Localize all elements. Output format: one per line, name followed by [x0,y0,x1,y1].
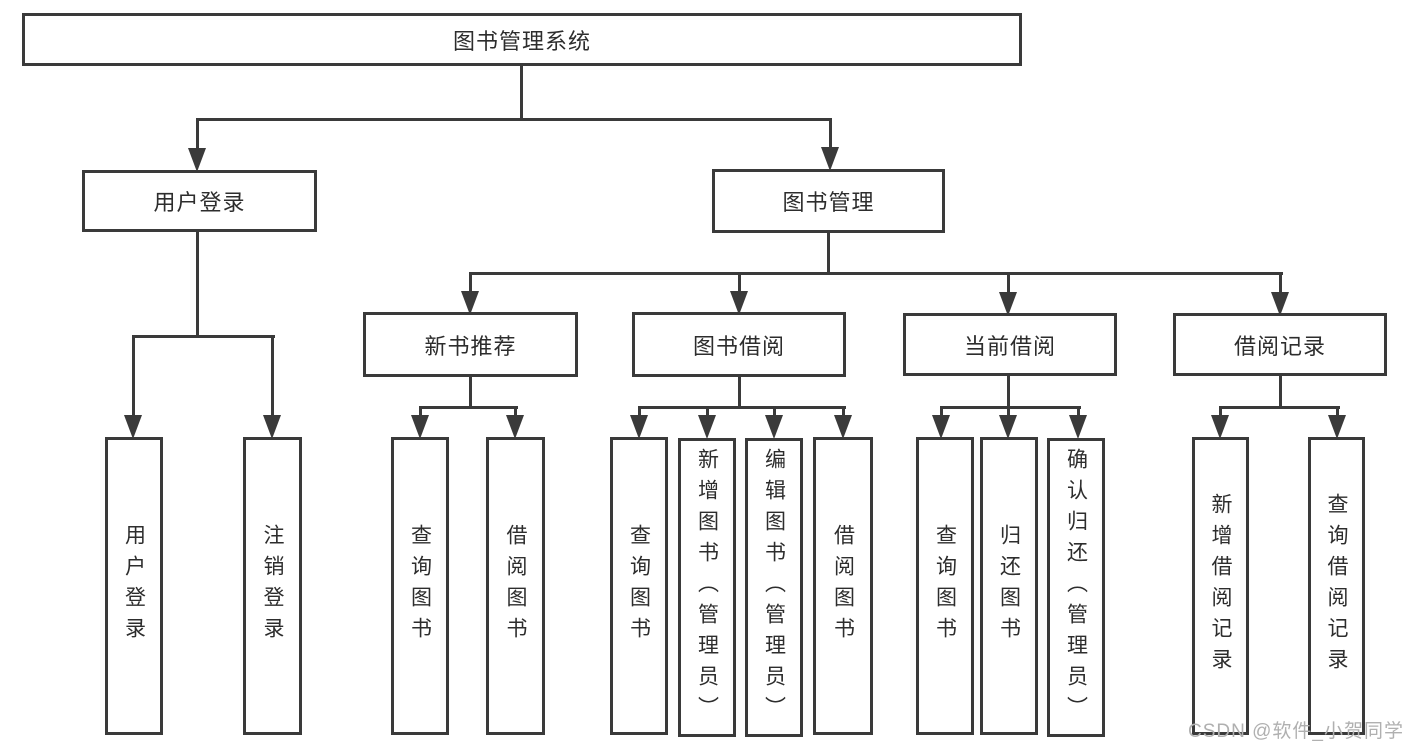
node-new-book-rec-label: 新书推荐 [424,333,517,359]
node-user-login: 用户登录 [82,170,317,232]
arrow-leaf [1328,406,1346,439]
node-library-system-label: 图书管理系统 [452,28,591,54]
leaf-current-query-book-label: 查询图书 [933,524,957,648]
connector-book-borrow-hbar [638,406,846,409]
arrow-to-leaf-login [124,335,142,439]
leaf-borrow-query-book: 查询图书 [610,437,668,735]
connector-new-book-rec-stem [469,374,472,409]
leaf-rec-query-book-label: 查询图书 [408,524,432,648]
arrow-to-new-book-rec [461,272,479,315]
node-book-borrow-label: 图书借阅 [692,333,785,359]
leaf-current-query-book: 查询图书 [916,437,974,735]
leaf-query-borrow-record-label: 查询借阅记录 [1325,493,1348,679]
node-user-login-label: 用户登录 [153,190,246,215]
arrow-leaf [1211,406,1229,439]
connector-root-hbar [196,118,832,121]
leaf-add-book-admin-label: 新增图书（管理员） [695,448,719,727]
leaf-rec-borrow-book: 借阅图书 [486,437,545,735]
node-current-borrow-label: 当前借阅 [963,333,1056,359]
node-current-borrow: 当前借阅 [903,313,1117,376]
arrow-leaf [630,406,648,439]
leaf-edit-book-admin-label: 编辑图书（管理员） [762,448,786,727]
arrow-leaf [1069,406,1087,439]
arrow-to-book-borrow [730,272,748,315]
node-borrow-record-label: 借阅记录 [1233,333,1326,359]
leaf-user-login-label: 用户登录 [122,524,146,648]
connector-current-borrow-stem [1007,374,1010,409]
connector-book-mgmt-hbar [469,272,1283,275]
leaf-add-borrow-record: 新增借阅记录 [1192,437,1249,735]
node-book-mgmt: 图书管理 [712,169,945,233]
leaf-logout-label: 注销登录 [261,524,284,648]
connector-user-login-stem [196,230,199,337]
leaf-borrow-book-label: 借阅图书 [831,524,855,648]
connector-root-stem [520,64,523,121]
node-book-mgmt-label: 图书管理 [782,190,875,215]
arrow-to-leaf-logout [263,335,281,439]
arrow-leaf [506,406,524,439]
node-new-book-rec: 新书推荐 [363,312,578,377]
arrow-to-borrow-record [1271,272,1289,316]
leaf-return-book: 归还图书 [980,437,1038,735]
node-book-borrow: 图书借阅 [632,312,846,377]
connector-borrow-record-hbar [1219,406,1340,409]
leaf-query-borrow-record: 查询借阅记录 [1308,437,1365,735]
node-library-system: 图书管理系统 [22,13,1022,66]
leaf-borrow-book: 借阅图书 [813,437,873,735]
leaf-rec-query-book: 查询图书 [391,437,449,735]
csdn-watermark: CSDN @软件_小贺同学 [1188,721,1404,742]
leaf-add-book-admin: 新增图书（管理员） [678,438,736,737]
leaf-add-borrow-record-label: 新增借阅记录 [1209,493,1232,679]
leaf-borrow-query-book-label: 查询图书 [627,524,651,648]
arrow-to-user-login [188,118,206,172]
connector-borrow-record-stem [1279,374,1282,409]
connector-book-mgmt-stem [827,230,830,275]
arrow-to-current-borrow [999,272,1017,316]
leaf-edit-book-admin: 编辑图书（管理员） [745,438,803,737]
leaf-confirm-return-admin: 确认归还（管理员） [1047,438,1105,737]
leaf-logout: 注销登录 [243,437,302,735]
arrow-leaf [932,406,950,439]
arrow-leaf [999,406,1017,439]
leaf-user-login: 用户登录 [105,437,163,735]
arrow-leaf [765,406,783,439]
connector-book-borrow-stem [738,374,741,409]
leaf-return-book-label: 归还图书 [997,524,1021,648]
leaf-confirm-return-admin-label: 确认归还（管理员） [1064,448,1088,727]
connector-new-book-rec-hbar [419,406,518,409]
connector-user-login-hbar [132,335,275,338]
node-borrow-record: 借阅记录 [1173,313,1387,376]
arrow-to-book-mgmt [821,118,839,171]
arrow-leaf [834,406,852,439]
connector-current-borrow-hbar [940,406,1081,409]
arrow-leaf [411,406,429,439]
leaf-rec-borrow-book-label: 借阅图书 [504,524,527,648]
arrow-leaf [698,406,716,439]
